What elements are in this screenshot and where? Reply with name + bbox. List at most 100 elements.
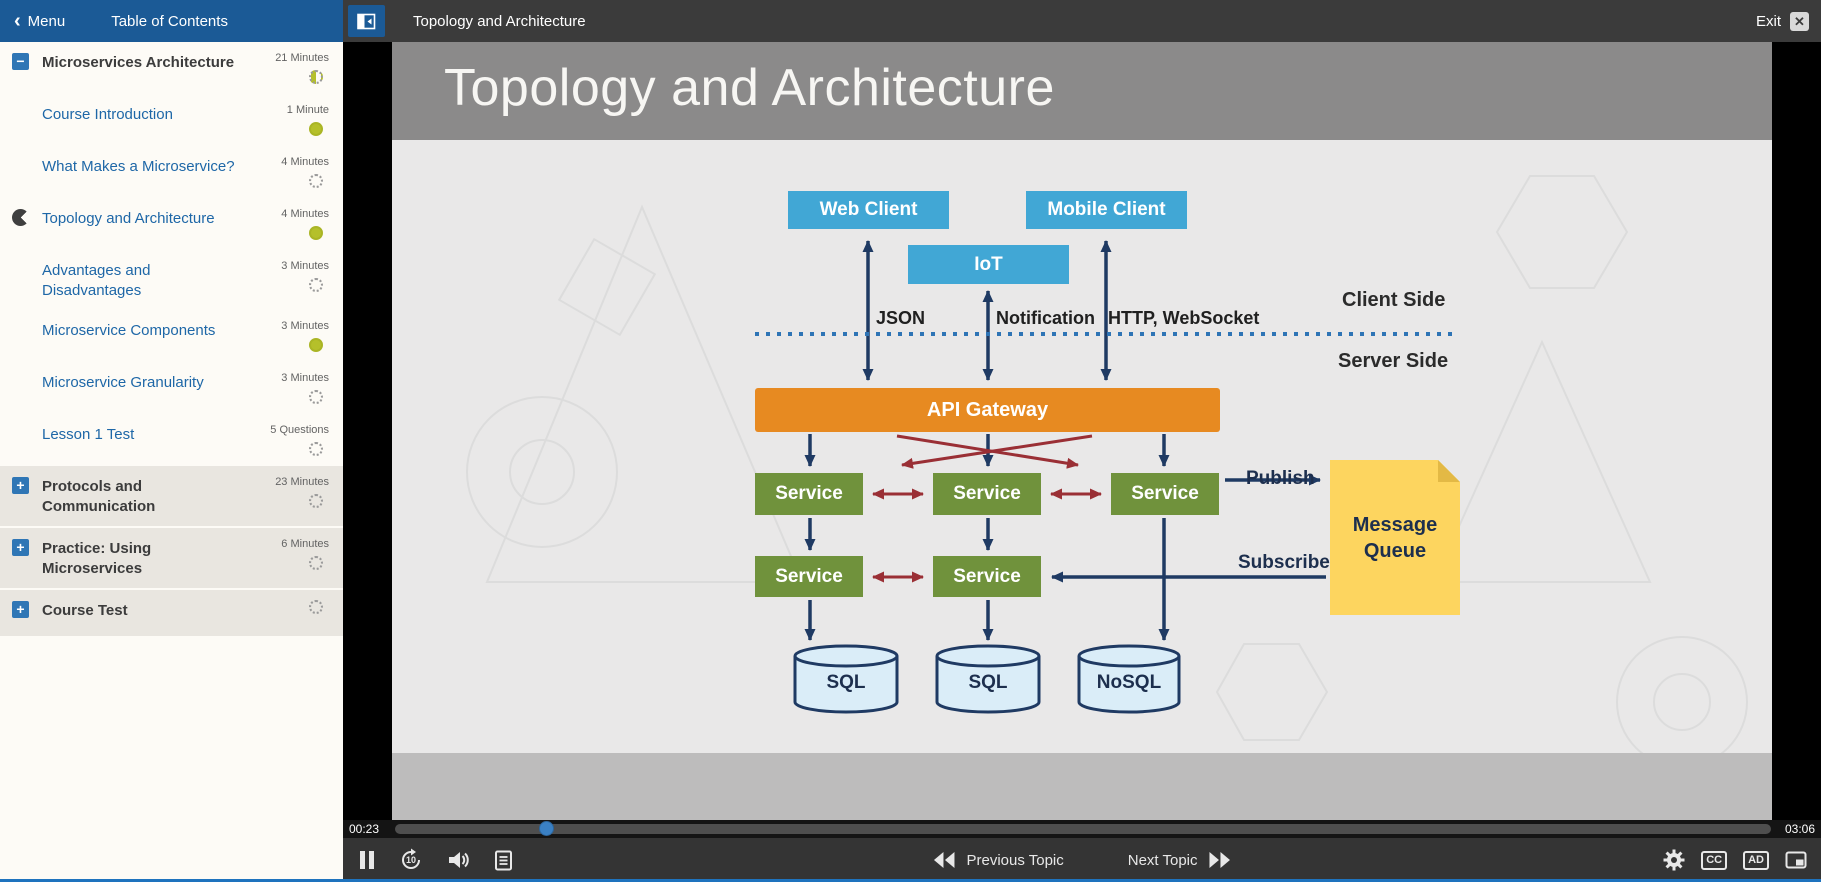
- toc-item-lesson-1-test[interactable]: Lesson 1 Test 5 Questions: [0, 414, 343, 466]
- elapsed-time: 00:23: [349, 822, 380, 836]
- previous-topic-button[interactable]: Previous Topic: [932, 851, 1064, 869]
- collapse-section-icon[interactable]: −: [12, 53, 29, 70]
- total-duration: 03:06: [1784, 822, 1815, 836]
- volume-icon: [449, 852, 469, 868]
- back-chevron-icon: ‹: [14, 9, 21, 32]
- toc-item-practice-using-microservices[interactable]: + Practice: Using Microservices 6 Minute…: [0, 528, 343, 590]
- pause-button[interactable]: [359, 850, 375, 870]
- transcript-icon: [495, 850, 512, 870]
- database-cylinders: [793, 644, 1181, 714]
- menu-label: Menu: [27, 12, 66, 30]
- diagram-node-service-1: Service: [755, 473, 863, 515]
- next-topic-button[interactable]: Next Topic: [1128, 851, 1232, 869]
- collapse-toc-button[interactable]: [348, 5, 385, 37]
- toc-item-label: Course Introduction: [42, 106, 173, 123]
- label-server-side: Server Side: [1338, 350, 1449, 372]
- toc-item-duration: 4 Minutes: [281, 208, 329, 220]
- next-topic-label: Next Topic: [1127, 851, 1198, 869]
- slide-title: Topology and Architecture: [444, 59, 1055, 117]
- toc-item-count: 5 Questions: [270, 424, 329, 436]
- rewind-10-label: 10: [405, 855, 416, 865]
- toc-item-label: Practice: Using Microservices: [42, 540, 152, 577]
- label-subscribe: Subscribe: [1238, 552, 1330, 573]
- expand-section-icon[interactable]: +: [12, 601, 29, 618]
- gear-icon: [1663, 849, 1685, 871]
- closed-captions-button[interactable]: CC: [1701, 850, 1728, 870]
- progress-complete-icon: [309, 226, 323, 240]
- progress-empty-icon: [309, 442, 323, 456]
- diagram-node-message-queue: Message Queue: [1330, 460, 1460, 615]
- progress-complete-icon: [309, 338, 323, 352]
- toc-item-advantages-and-disadvantages[interactable]: Advantages and Disadvantages 3 Minutes: [0, 250, 343, 310]
- player-title: Topology and Architecture: [413, 12, 586, 30]
- progress-complete-icon: [309, 122, 323, 136]
- diagram-node-service-2: Service: [933, 473, 1041, 515]
- close-icon: ✕: [1790, 11, 1809, 31]
- rewind-10-icon: [402, 848, 420, 869]
- volume-button[interactable]: [447, 850, 470, 870]
- toc-list: − Microservices Architecture 21 Minutes …: [0, 42, 343, 882]
- toc-item-what-makes-a-microservice[interactable]: What Makes a Microservice? 4 Minutes: [0, 146, 343, 198]
- exit-label: Exit: [1755, 12, 1781, 30]
- menu-button[interactable]: ‹ Menu: [14, 9, 66, 32]
- player-controls-bar: 10: [343, 838, 1821, 882]
- previous-icon: [933, 852, 955, 868]
- collapse-panel-icon: [357, 13, 376, 29]
- toc-item-duration: 1 Minute: [286, 104, 329, 116]
- fullscreen-button[interactable]: [1785, 851, 1807, 869]
- label-sql-2: SQL: [968, 672, 1008, 693]
- expand-section-icon[interactable]: +: [12, 477, 29, 494]
- settings-button[interactable]: [1663, 849, 1685, 871]
- sidebar-header: ‹ Menu Table of Contents: [0, 0, 343, 42]
- audio-description-button[interactable]: AD: [1743, 850, 1769, 870]
- rewind-10-button[interactable]: 10: [399, 848, 423, 872]
- label-sql-1: SQL: [826, 672, 866, 693]
- toc-item-label: Lesson 1 Test: [42, 426, 135, 443]
- toc-item-course-test[interactable]: + Course Test: [0, 590, 343, 638]
- diagram-node-web-client: Web Client: [788, 191, 949, 229]
- toc-item-duration: 23 Minutes: [275, 476, 329, 488]
- progress-row: 00:23 03:06: [343, 820, 1821, 838]
- exit-button[interactable]: Exit ✕: [1755, 11, 1809, 31]
- toc-item-protocols-and-communication[interactable]: + Protocols and Communication 23 Minutes: [0, 466, 343, 528]
- progress-empty-icon: [309, 390, 323, 404]
- toc-item-topology-and-architecture[interactable]: Topology and Architecture 4 Minutes: [0, 198, 343, 250]
- diagram-node-mobile-client: Mobile Client: [1026, 191, 1187, 229]
- toc-item-label: Microservices Architecture: [42, 54, 235, 71]
- background-pattern: [466, 175, 1748, 768]
- toc-item-label: Microservice Components: [42, 322, 216, 339]
- table-of-contents-panel: ‹ Menu Table of Contents − Microservices…: [0, 0, 343, 882]
- label-notification: Notification: [996, 308, 1095, 328]
- progress-empty-icon: [309, 556, 323, 570]
- toc-item-duration: 3 Minutes: [281, 260, 329, 272]
- previous-topic-label: Previous Topic: [966, 851, 1064, 869]
- toc-item-label: Course Test: [42, 602, 128, 619]
- toc-item-label: Microservice Granularity: [42, 374, 204, 391]
- diagram-node-service-5: Service: [933, 556, 1041, 597]
- diagram-node-api-gateway: API Gateway: [755, 388, 1220, 432]
- pause-icon: [360, 851, 374, 869]
- toc-item-microservice-components[interactable]: Microservice Components 3 Minutes: [0, 310, 343, 362]
- toc-item-course-introduction[interactable]: Course Introduction 1 Minute: [0, 94, 343, 146]
- diagram-connectors: [755, 240, 1458, 714]
- diagram-node-service-3: Service: [1111, 473, 1219, 515]
- progress-handle[interactable]: [539, 821, 555, 836]
- progress-empty-icon: [309, 174, 323, 188]
- progress-half-icon: [309, 70, 323, 84]
- player-top-bar: Topology and Architecture Exit ✕: [343, 0, 1821, 42]
- label-json: JSON: [876, 308, 926, 328]
- diagram-node-service-4: Service: [755, 556, 863, 597]
- slide-frame: Topology and Architecture: [392, 42, 1772, 820]
- slide-bottom-band: [392, 753, 1772, 820]
- toc-item-microservices-architecture[interactable]: − Microservices Architecture 21 Minutes: [0, 42, 343, 94]
- fullscreen-icon: [1785, 851, 1807, 869]
- toc-item-duration: 3 Minutes: [281, 320, 329, 332]
- toc-item-label: What Makes a Microservice?: [42, 158, 235, 175]
- label-client-side: Client Side: [1342, 289, 1446, 311]
- toc-item-microservice-granularity[interactable]: Microservice Granularity 3 Minutes: [0, 362, 343, 414]
- progress-empty-icon: [309, 278, 323, 292]
- transcript-button[interactable]: [494, 850, 513, 871]
- progress-track[interactable]: [395, 821, 1771, 836]
- expand-section-icon[interactable]: +: [12, 539, 29, 556]
- video-surface[interactable]: Topology and Architecture: [343, 42, 1821, 820]
